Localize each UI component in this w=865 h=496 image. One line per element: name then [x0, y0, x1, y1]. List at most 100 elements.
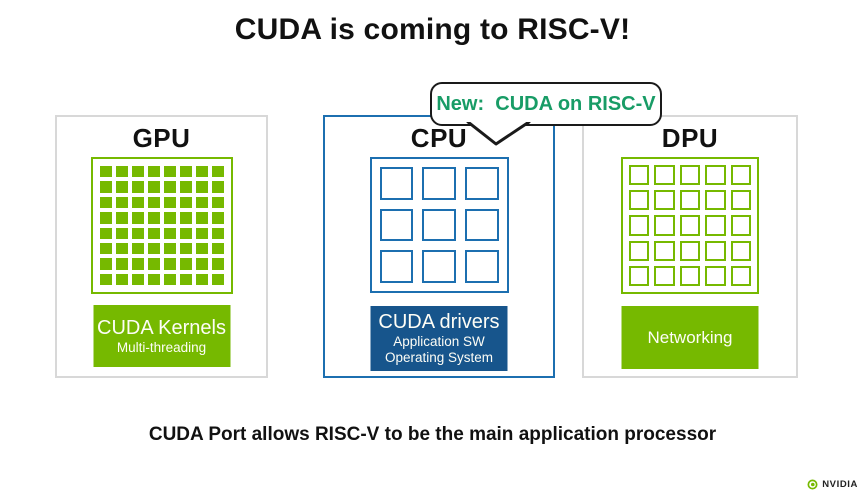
core-cell	[654, 240, 675, 261]
core-cell	[179, 258, 192, 270]
core-cell	[179, 227, 192, 239]
panel-cpu: CPU CUDA drivers Application SW Operatin…	[323, 115, 555, 378]
core-cell	[131, 227, 144, 239]
core-cell	[163, 181, 176, 193]
core-cell	[730, 165, 751, 186]
cpu-label-tertiary: Operating System	[384, 350, 494, 365]
core-cell	[211, 166, 224, 178]
core-cell	[99, 212, 112, 224]
core-cell	[705, 265, 726, 286]
callout-text: New: CUDA on RISC-V	[436, 92, 656, 115]
nvidia-wordmark: NVIDIA	[822, 479, 858, 490]
core-cell	[195, 212, 208, 224]
core-cell	[147, 258, 160, 270]
core-cell	[422, 208, 456, 242]
core-cell	[179, 273, 192, 285]
core-cell	[131, 258, 144, 270]
core-cell	[147, 166, 160, 178]
panel-gpu-heading: GPU	[132, 123, 191, 153]
gpu-core-grid	[90, 157, 233, 294]
core-cell	[179, 212, 192, 224]
core-cell	[464, 167, 499, 200]
core-cell	[211, 242, 224, 255]
cpu-core-grid	[369, 157, 509, 293]
core-cell	[147, 196, 160, 209]
core-cell	[179, 242, 192, 255]
core-cell	[379, 167, 414, 200]
core-cell	[654, 190, 675, 211]
core-cell	[211, 181, 224, 193]
core-cell	[195, 242, 208, 255]
core-cell	[195, 196, 208, 209]
core-cell	[115, 212, 128, 224]
cpu-label-secondary: Application SW	[393, 334, 485, 350]
core-cell	[131, 242, 144, 255]
core-cell	[147, 227, 160, 239]
core-cell	[211, 212, 224, 224]
core-cell	[115, 166, 128, 178]
callout-tail-pointer	[466, 121, 531, 145]
core-cell	[730, 190, 751, 211]
core-cell	[654, 265, 675, 286]
core-cell	[99, 181, 112, 193]
dpu-label-box: Networking	[621, 306, 759, 369]
core-cell	[195, 258, 208, 270]
nvidia-eye-icon	[807, 479, 818, 490]
core-cell	[163, 166, 176, 178]
core-cell	[115, 181, 128, 193]
core-cell	[179, 166, 192, 178]
core-cell	[379, 250, 414, 283]
nvidia-logo: NVIDIA	[806, 479, 858, 490]
core-cell	[705, 190, 726, 211]
core-cell	[99, 258, 112, 270]
core-cell	[131, 212, 144, 224]
dpu-core-grid	[621, 157, 759, 294]
core-cell	[730, 265, 751, 286]
callout-new-cuda-on-riscv: New: CUDA on RISC-V	[430, 82, 662, 145]
core-cell	[115, 242, 128, 255]
core-cell	[195, 181, 208, 193]
core-cell	[131, 196, 144, 209]
core-cell	[147, 273, 160, 285]
cpu-label-box: CUDA drivers Application SW Operating Sy…	[370, 306, 508, 371]
core-cell	[679, 215, 701, 236]
core-cell	[629, 265, 650, 286]
core-cell	[131, 181, 144, 193]
core-cell	[195, 273, 208, 285]
core-cell	[115, 258, 128, 270]
core-cell	[211, 273, 224, 285]
core-cell	[163, 258, 176, 270]
panel-cpu-heading: CPU	[410, 123, 468, 153]
core-cell	[654, 215, 675, 236]
panel-dpu: DPU Networking	[582, 115, 798, 378]
core-cell	[679, 240, 701, 261]
core-cell	[163, 227, 176, 239]
panel-dpu-heading: DPU	[661, 123, 719, 153]
core-cell	[705, 215, 726, 236]
core-cell	[115, 273, 128, 285]
core-cell	[422, 250, 456, 283]
core-cell	[379, 208, 414, 242]
core-cell	[179, 181, 192, 193]
slide-title: CUDA is coming to RISC-V!	[234, 13, 631, 46]
core-cell	[163, 196, 176, 209]
gpu-label-box: CUDA Kernels Multi-threading	[93, 305, 230, 367]
core-cell	[211, 196, 224, 209]
core-cell	[147, 212, 160, 224]
slide-caption: CUDA Port allows RISC-V to be the main a…	[148, 424, 717, 445]
core-cell	[679, 265, 701, 286]
core-cell	[654, 165, 675, 186]
dpu-label-primary: Networking	[647, 327, 733, 347]
core-cell	[99, 227, 112, 239]
core-cell	[464, 208, 499, 242]
core-cell	[195, 227, 208, 239]
core-cell	[163, 273, 176, 285]
core-cell	[99, 273, 112, 285]
gpu-label-primary: CUDA Kernels	[97, 316, 226, 339]
core-cell	[679, 165, 701, 186]
core-cell	[629, 215, 650, 236]
core-cell	[99, 242, 112, 255]
core-cell	[195, 166, 208, 178]
gpu-label-secondary: Multi-threading	[116, 339, 207, 355]
core-cell	[211, 258, 224, 270]
